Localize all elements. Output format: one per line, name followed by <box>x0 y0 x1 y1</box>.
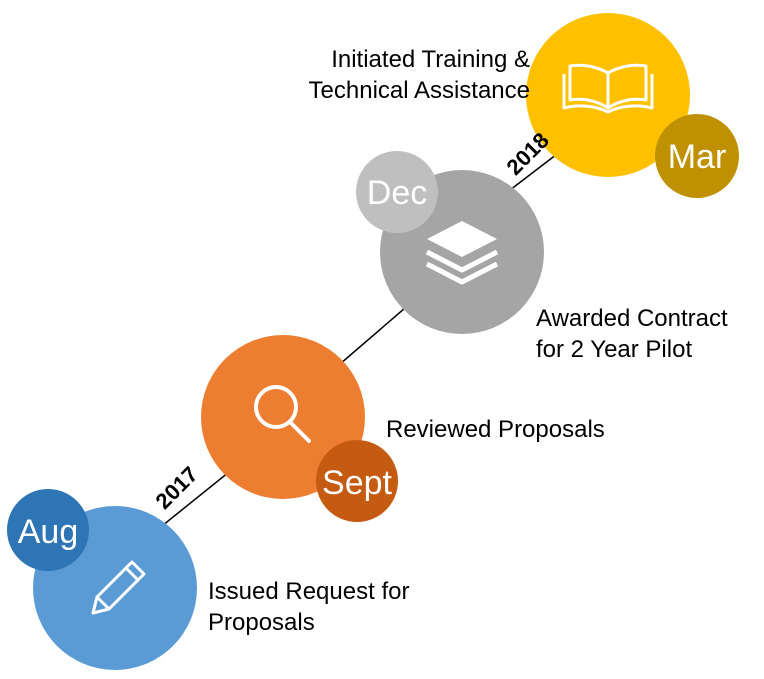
milestone-label-line: Initiated Training & <box>331 46 530 73</box>
milestone-sept: Sept <box>201 335 398 522</box>
milestone-label-line: Proposals <box>208 609 315 636</box>
milestone-label-line: Awarded Contract <box>536 305 728 332</box>
month-label-sept: Sept <box>322 464 392 502</box>
milestone-label-line: for 2 Year Pilot <box>536 336 693 363</box>
month-label-aug: Aug <box>18 513 79 551</box>
month-badge-aug <box>7 489 89 571</box>
milestone-dec: Dec <box>356 151 544 334</box>
milestone-aug: Aug <box>7 489 197 670</box>
month-badge-dec <box>356 151 438 233</box>
month-badge-sept <box>316 440 398 522</box>
milestone-label-line: Technical Assistance <box>308 77 530 104</box>
milestone-label-contract: Awarded Contract for 2 Year Pilot <box>536 303 728 365</box>
month-badge-mar <box>655 114 739 198</box>
year-label-2017: 2017 <box>151 462 203 514</box>
open-book-icon <box>562 63 654 114</box>
milestone-mar: Mar <box>526 13 739 198</box>
connector-line-2 <box>339 301 413 365</box>
stacked-layers-icon <box>425 221 499 285</box>
milestone-label-issued: Issued Request for Proposals <box>208 576 409 638</box>
milestone-label-line: Reviewed Proposals <box>386 416 605 443</box>
milestone-label-training: Initiated Training & Technical Assistanc… <box>255 44 530 106</box>
month-label-dec: Dec <box>367 174 427 212</box>
milestone-label-reviewed: Reviewed Proposals <box>386 414 605 445</box>
magnifier-icon <box>254 385 311 443</box>
milestone-label-line: Issued Request for <box>208 578 410 605</box>
month-label-mar: Mar <box>668 138 727 176</box>
pencil-icon <box>91 560 146 615</box>
